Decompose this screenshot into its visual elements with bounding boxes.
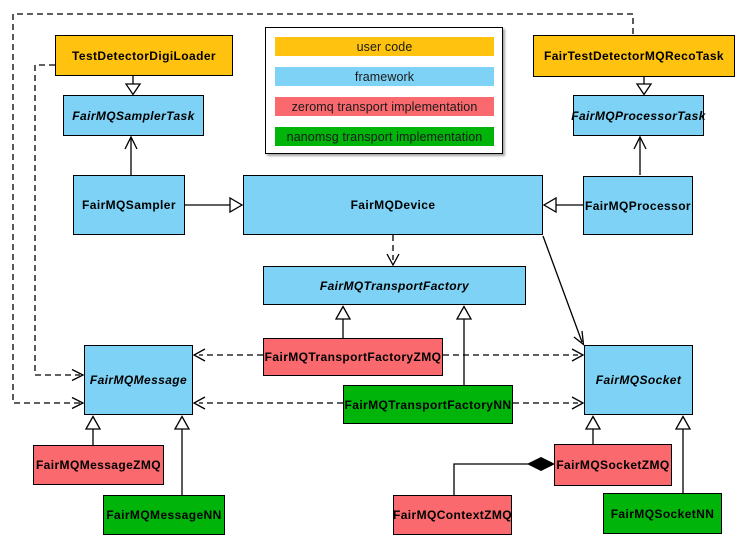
legend-label: nanomsg transport implementation <box>286 129 483 144</box>
edge-factoryzmq-to-message-dashed <box>192 348 263 362</box>
class-box-fairmqsocketzmq: FairMQSocketZMQ <box>554 444 672 486</box>
edge-device-to-transportfactory-dashed <box>386 235 400 267</box>
legend-item-zeromq: zeromq transport implementation <box>275 97 494 116</box>
class-box-fairmqsocket: FairMQSocket <box>584 345 693 415</box>
edge-recotask-to-processortask <box>635 77 653 96</box>
class-box-fairmqtransportfactorynn: FairMQTransportFactoryNN <box>343 385 513 424</box>
class-box-fairmqsamplertask: FairMQSamplerTask <box>63 95 204 136</box>
class-box-testdetectordigiloader: TestDetectorDigiLoader <box>55 35 233 76</box>
class-box-fairmqmessagezmq: FairMQMessageZMQ <box>33 445 164 485</box>
edge-processor-to-device <box>542 196 583 214</box>
legend-box: user code framework zeromq transport imp… <box>265 27 503 154</box>
legend-label: zeromq transport implementation <box>291 99 478 114</box>
edge-socketzmq-to-socket <box>584 415 602 444</box>
edge-recotask-to-message-dashed <box>12 13 634 410</box>
edge-messagezmq-to-message <box>84 415 102 445</box>
edge-contextzmq-composition-socketzmq <box>453 456 556 495</box>
class-box-fairmqprocessortask: FairMQProcessorTask <box>571 95 705 136</box>
class-box-fairmqtransportfactoryzmq: FairMQTransportFactoryZMQ <box>263 338 443 376</box>
class-box-fairmqmessagenn: FairMQMessageNN <box>103 495 225 535</box>
edge-digiloader-to-message-dashed <box>34 64 85 382</box>
legend-label: framework <box>354 69 415 84</box>
edge-sampler-to-device <box>185 196 244 214</box>
edge-factoryzmq-to-socket-dashed <box>443 348 585 362</box>
legend-label: user code <box>356 39 413 54</box>
class-box-fairmqcontextzmq: FairMQContextZMQ <box>393 495 512 535</box>
edge-factorynn-to-message-dashed <box>192 396 343 410</box>
class-box-fairmqtransportfactory: FairMQTransportFactory <box>263 266 526 305</box>
edge-factorynn-to-socket-dashed <box>513 396 585 410</box>
class-box-fairtestdetectormqrecotask: FairTestDetectorMQRecoTask <box>533 35 735 77</box>
class-box-fairmqprocessor: FairMQProcessor <box>583 176 693 235</box>
class-box-fairmqdevice: FairMQDevice <box>243 175 543 235</box>
edge-messagenn-to-message <box>173 415 191 495</box>
edge-processor-to-processortask <box>633 135 647 175</box>
edge-digiloader-to-samplertask <box>124 76 142 96</box>
class-box-fairmqsampler: FairMQSampler <box>73 175 185 235</box>
legend-item-framework: framework <box>275 67 494 86</box>
edge-factorynn-to-factory <box>455 305 473 385</box>
legend-item-nanomsg: nanomsg transport implementation <box>275 127 494 146</box>
edge-device-to-socket <box>542 235 585 346</box>
edge-sampler-to-samplertask <box>124 135 138 175</box>
edge-factoryzmq-to-factory <box>334 305 352 338</box>
legend-item-user-code: user code <box>275 37 494 56</box>
class-box-fairmqsocketnn: FairMQSocketNN <box>603 493 722 534</box>
class-box-fairmqmessage: FairMQMessage <box>84 345 193 415</box>
edge-socketnn-to-socket <box>674 415 692 493</box>
